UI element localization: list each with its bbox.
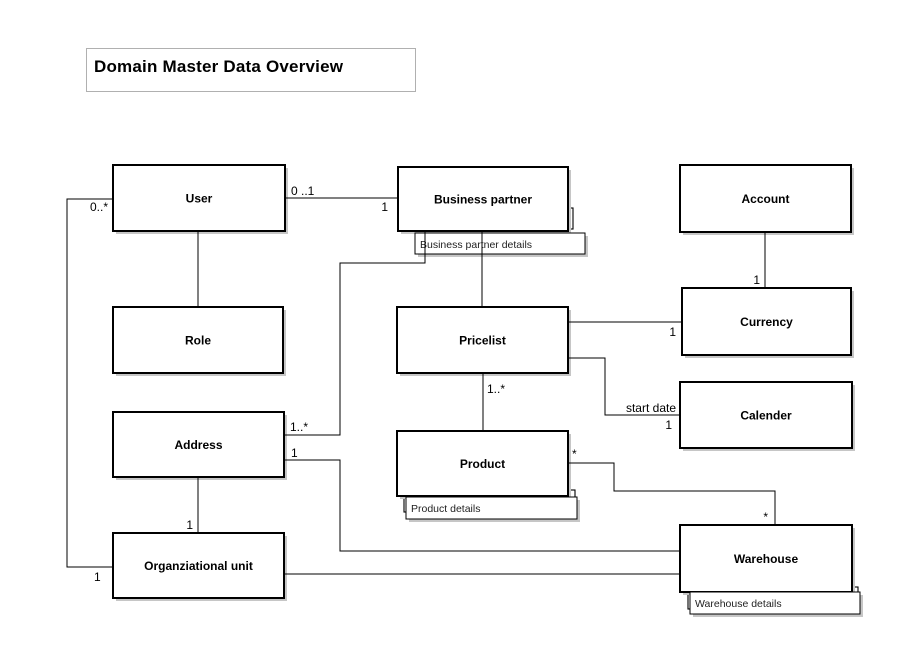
entity-address[interactable]: Address: [112, 411, 287, 480]
entity-box[interactable]: [681, 287, 852, 356]
edge-label-user-organziational-unit-0: 0..*: [90, 200, 108, 214]
entity-organziational-unit[interactable]: Organziational unit: [112, 532, 287, 601]
edge-label-user-organziational-unit-1: 1: [94, 570, 101, 584]
entity-product[interactable]: Product: [396, 430, 571, 499]
entity-box[interactable]: [112, 532, 285, 599]
entity-label-business-partner: Business partner: [434, 193, 532, 207]
entity-user[interactable]: User: [112, 164, 288, 234]
entity-label-product: Product: [460, 457, 505, 471]
diagram-title: Domain Master Data Overview: [86, 48, 416, 92]
entity-currency[interactable]: Currency: [681, 287, 854, 358]
note-box[interactable]: [689, 591, 861, 615]
entity-box[interactable]: [397, 166, 569, 232]
entity-pricelist[interactable]: Pricelist: [396, 306, 571, 376]
edge-label-pricelist-calender-0: start date: [626, 401, 676, 415]
edge-label-account-currency-0: 1: [753, 273, 760, 287]
entity-account[interactable]: Account: [679, 164, 854, 235]
edge-label-pricelist-currency-0: 1: [669, 325, 676, 339]
entity-label-address: Address: [174, 438, 222, 452]
entity-label-account: Account: [742, 192, 790, 206]
entity-label-pricelist: Pricelist: [459, 334, 506, 348]
entity-box[interactable]: [679, 164, 852, 233]
entity-box[interactable]: [679, 381, 853, 449]
edge-label-product-warehouse-1: *: [763, 510, 768, 524]
edge-label-address-organziational-unit-0: 1: [186, 518, 193, 532]
entity-business-partner[interactable]: Business partner: [397, 166, 571, 234]
entity-box[interactable]: [679, 524, 853, 593]
edge-user-organziational-unit[interactable]: [66, 198, 113, 568]
note-product-details[interactable]: Product details: [405, 496, 580, 522]
entity-label-organziational-unit: Organziational unit: [144, 559, 253, 573]
entity-label-calender: Calender: [740, 409, 792, 423]
note-warehouse-details[interactable]: Warehouse details: [689, 591, 863, 617]
entity-label-currency: Currency: [740, 315, 793, 329]
note-label-business-partner-details: Business partner details: [420, 239, 532, 251]
edge-label-pricelist-calender-1: 1: [665, 418, 672, 432]
entity-label-role: Role: [185, 334, 211, 348]
entity-warehouse[interactable]: Warehouse: [679, 524, 855, 595]
edge-label-address-warehouse-0: 1: [291, 446, 298, 460]
note-box[interactable]: [405, 496, 578, 520]
note-label-warehouse-details: Warehouse details: [695, 598, 782, 610]
note-box[interactable]: [414, 232, 586, 255]
edge-address-warehouse[interactable]: [284, 459, 680, 552]
note-business-partner-details[interactable]: Business partner details: [414, 232, 588, 257]
edge-pricelist-calender[interactable]: [568, 357, 680, 416]
edge-label-business-partner-address-0: 1..*: [290, 420, 308, 434]
entity-label-warehouse: Warehouse: [734, 552, 799, 566]
edge-label-user-business-partner-1: 1: [381, 200, 388, 214]
edge-business-partner-address[interactable]: [284, 231, 426, 436]
diagram-title-text: Domain Master Data Overview: [94, 57, 344, 76]
entity-box[interactable]: [112, 164, 286, 232]
entity-calender[interactable]: Calender: [679, 381, 855, 451]
edge-label-user-business-partner-0: 0 ..1: [291, 184, 315, 198]
edge-label-product-warehouse-0: *: [572, 447, 577, 461]
entity-label-user: User: [186, 192, 213, 206]
note-label-product-details: Product details: [411, 503, 480, 515]
entity-role[interactable]: Role: [112, 306, 286, 376]
edge-label-pricelist-product-0: 1..*: [487, 382, 505, 396]
edge-product-warehouse[interactable]: [568, 462, 776, 525]
